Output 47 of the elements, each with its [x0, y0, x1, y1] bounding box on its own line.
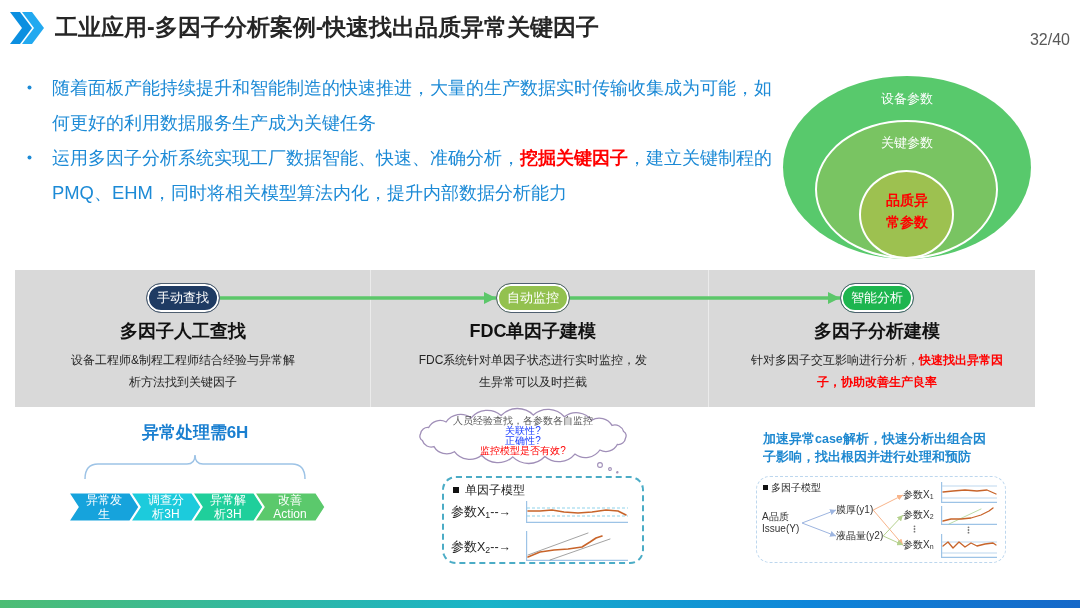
- panel-description: 针对多因子交互影响进行分析，快速找出异常因子，协助改善生产良率: [750, 352, 1004, 391]
- bullet-text: 运用多因子分析系统实现工厂数据智能、快速、准确分析，挖掘关键因子，建立关键制程的PMQ、EHM，同时将相关模型算法内化，提升内部数据分析能力: [52, 146, 773, 205]
- stage-badge: 智能分析: [840, 283, 914, 313]
- parameter-label: 参数X$_{2}$--→: [451, 539, 512, 555]
- panel-description: 设备工程师&制程工程师结合经验与异常解析方法找到关键因子: [70, 352, 296, 391]
- cloud-text: 关联性?: [505, 426, 541, 436]
- factor-label: 参数X$_{n}$: [903, 539, 934, 551]
- stage-panel: [708, 270, 1035, 407]
- stage-panel: [370, 270, 708, 407]
- model-panel: [442, 476, 644, 564]
- slide-title: 工业应用-多因子分析案例-快速找出品质异常关键因子: [55, 13, 600, 42]
- panel-heading: 单因子模型: [465, 483, 525, 497]
- page-number: 32/40: [1029, 30, 1070, 50]
- panel-heading: 多因子人工查找: [120, 320, 246, 342]
- stage-panel: [15, 270, 370, 407]
- summary-text: 加速异常case解析，快速分析出组合因子影响，找出根因并进行处理和预防: [763, 431, 987, 466]
- arrow: [872, 509, 904, 546]
- arrow: [872, 494, 904, 511]
- factor-label: 参数X$_{2}$: [903, 509, 934, 521]
- process-step: 改善Action: [254, 492, 326, 522]
- process-step: 异常发生: [68, 492, 140, 522]
- cloud-text: 监控模型是否有效?: [480, 446, 566, 456]
- model-panel: [756, 476, 1006, 563]
- factor-label: 膜厚(y1): [836, 504, 874, 516]
- panel-heading: FDC单因子建模: [469, 320, 597, 342]
- arrow: [570, 292, 840, 304]
- cloud-text: 人员经验查找，各参数各自监控: [453, 416, 593, 426]
- panel-description: FDC系统针对单因子状态进行实时监控，发生异常可以及时拦截: [417, 352, 649, 391]
- arrow: [801, 509, 837, 524]
- factor-label: A品质Issue(Y): [762, 511, 802, 535]
- cloud-text: 正确性?: [505, 436, 541, 446]
- factor-label: 参数X$_{1}$: [903, 489, 934, 501]
- bullet-text: 随着面板产能持续提升和智能制造的快速推进，大量的生产数据实时传输收集成为可能，如何更好的利用数据服务生产成为关键任务: [52, 76, 773, 135]
- section-heading: 异常处理需6H: [141, 422, 249, 444]
- arrow: [882, 535, 904, 546]
- arrow: [801, 522, 837, 537]
- parameter-label: 参数X$_{1}$--→: [451, 504, 512, 520]
- panel-heading: 多因子模型: [771, 481, 821, 494]
- inner-circle: 品质异常参数: [859, 170, 954, 259]
- factor-label: 液晶量(y2): [836, 530, 884, 542]
- arrow: [220, 292, 496, 304]
- ellipse-label: 设备参数: [881, 91, 933, 107]
- panel-heading: 多因子分析建模: [814, 320, 940, 342]
- stage-badge: 手动查找: [146, 283, 220, 313]
- stage-badge: 自动监控: [496, 283, 570, 313]
- ellipse-label: 关键参数: [880, 135, 933, 151]
- arrow: [882, 514, 904, 537]
